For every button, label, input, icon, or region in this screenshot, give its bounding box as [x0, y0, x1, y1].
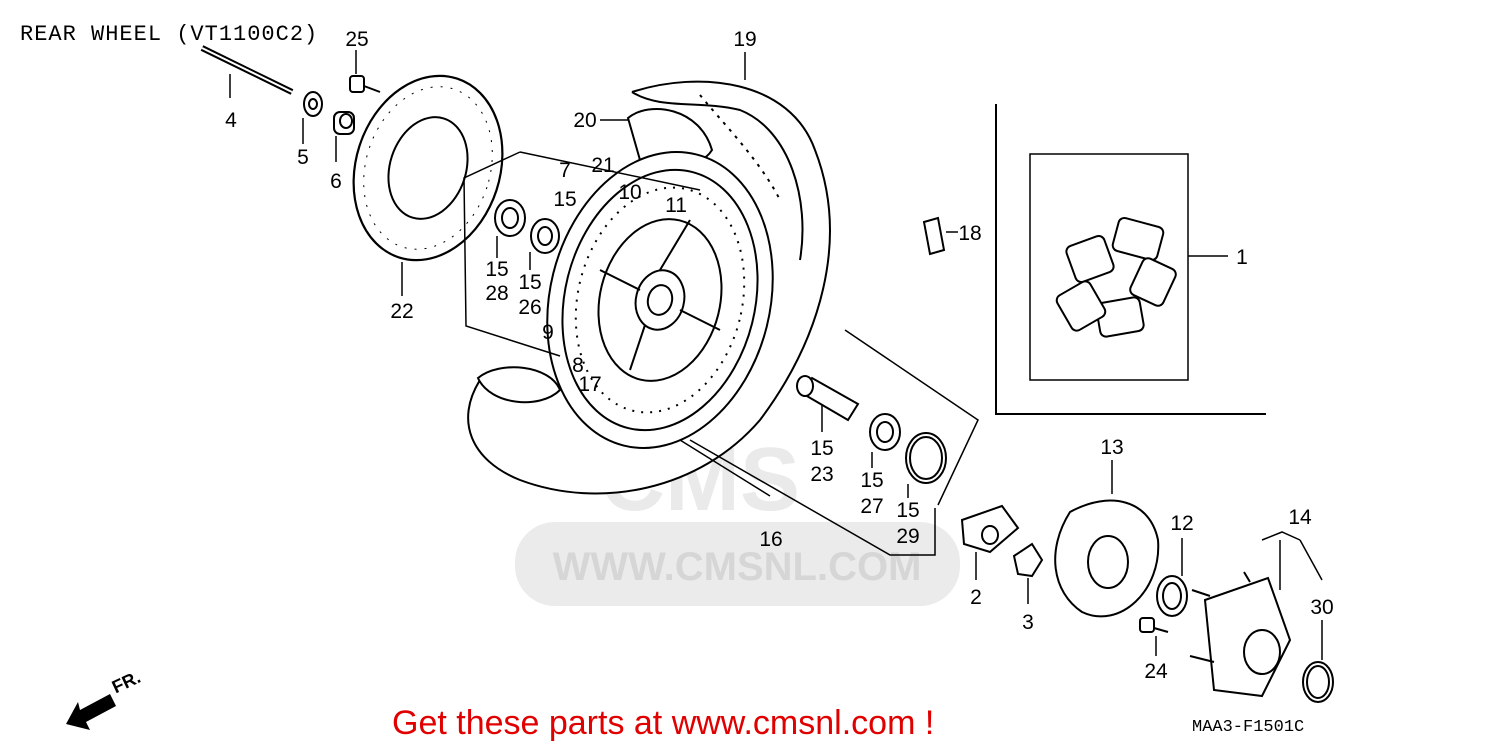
callout-1[interactable]: 1: [1236, 246, 1248, 269]
oil-seal-part[interactable]: [905, 432, 947, 498]
wheel-rim-part[interactable]: [517, 128, 803, 497]
tube-part[interactable]: [600, 107, 714, 168]
callout-30[interactable]: 30: [1310, 596, 1333, 619]
assembly-frame-left: [463, 151, 979, 556]
callout-27[interactable]: 27: [860, 495, 883, 518]
callout-14[interactable]: 14: [1288, 506, 1312, 529]
callout-21[interactable]: 21: [591, 154, 614, 177]
callout-4[interactable]: 4: [225, 109, 237, 132]
diagram-code: MAA3-F1501C: [1192, 718, 1305, 737]
drive-plate-part[interactable]: [1054, 460, 1160, 618]
callout-15-c[interactable]: 15: [518, 271, 541, 294]
front-direction-arrow-icon: [66, 694, 116, 730]
callout-28[interactable]: 28: [485, 282, 508, 305]
callout-26[interactable]: 26: [518, 296, 541, 319]
damper-frame: [995, 104, 1266, 415]
callout-12[interactable]: 12: [1170, 512, 1193, 535]
callout-7[interactable]: 7: [559, 159, 571, 182]
watermark-url: WWW.CMSNL.COM: [553, 545, 922, 589]
axle-part[interactable]: [200, 45, 294, 98]
callout-5[interactable]: 5: [297, 146, 309, 169]
damper-rubber-part[interactable]: [1055, 216, 1178, 338]
disc-bolt-part[interactable]: [349, 50, 381, 93]
side-collar-part[interactable]: [960, 504, 1020, 580]
callout-20[interactable]: 20: [573, 109, 596, 132]
seal-ring-part[interactable]: [1156, 538, 1188, 617]
callout-2[interactable]: 2: [970, 586, 982, 609]
collar-part[interactable]: [302, 91, 355, 162]
callout-8[interactable]: 8: [572, 354, 584, 377]
callout-11[interactable]: 11: [665, 194, 687, 217]
callout-labels: 25 4 5 6 22 19 20 7 21 10 11 15 15 28 15…: [225, 28, 1334, 683]
callout-6[interactable]: 6: [330, 170, 342, 193]
bearing-part[interactable]: [494, 199, 560, 270]
callout-16[interactable]: 16: [759, 528, 782, 551]
callout-15-f[interactable]: 15: [896, 499, 919, 522]
diagram-title: REAR WHEEL (VT1100C2): [20, 22, 319, 47]
callout-23[interactable]: 23: [810, 463, 833, 486]
watermark-band: [515, 522, 960, 606]
callout-15-e[interactable]: 15: [860, 469, 883, 492]
callout-17[interactable]: 17: [578, 373, 601, 396]
callout-9[interactable]: 9: [542, 321, 554, 344]
callout-15-b[interactable]: 15: [485, 258, 508, 281]
spacer-part[interactable]: [796, 375, 860, 432]
flange-bolt-part[interactable]: [1139, 617, 1169, 656]
callout-24[interactable]: 24: [1144, 660, 1168, 683]
final-driven-flange-part[interactable]: [1189, 531, 1323, 698]
callout-29[interactable]: 29: [896, 525, 919, 548]
bearing-right-part[interactable]: [869, 413, 901, 468]
callout-22[interactable]: 22: [390, 300, 413, 323]
callout-18[interactable]: 18: [958, 222, 981, 245]
callout-13[interactable]: 13: [1100, 436, 1123, 459]
valve-part[interactable]: [922, 216, 958, 256]
callout-19[interactable]: 19: [733, 28, 756, 51]
callout-3[interactable]: 3: [1022, 611, 1034, 634]
callout-15-d[interactable]: 15: [810, 437, 833, 460]
callout-25[interactable]: 25: [345, 28, 368, 51]
rim-strip-part[interactable]: [476, 366, 562, 404]
callout-15-a[interactable]: 15: [553, 188, 576, 211]
callout-10[interactable]: 10: [618, 181, 641, 204]
nut-part[interactable]: [1012, 542, 1044, 604]
o-ring-part[interactable]: [1302, 620, 1334, 703]
promo-link[interactable]: Get these parts at www.cmsnl.com !: [392, 704, 935, 742]
